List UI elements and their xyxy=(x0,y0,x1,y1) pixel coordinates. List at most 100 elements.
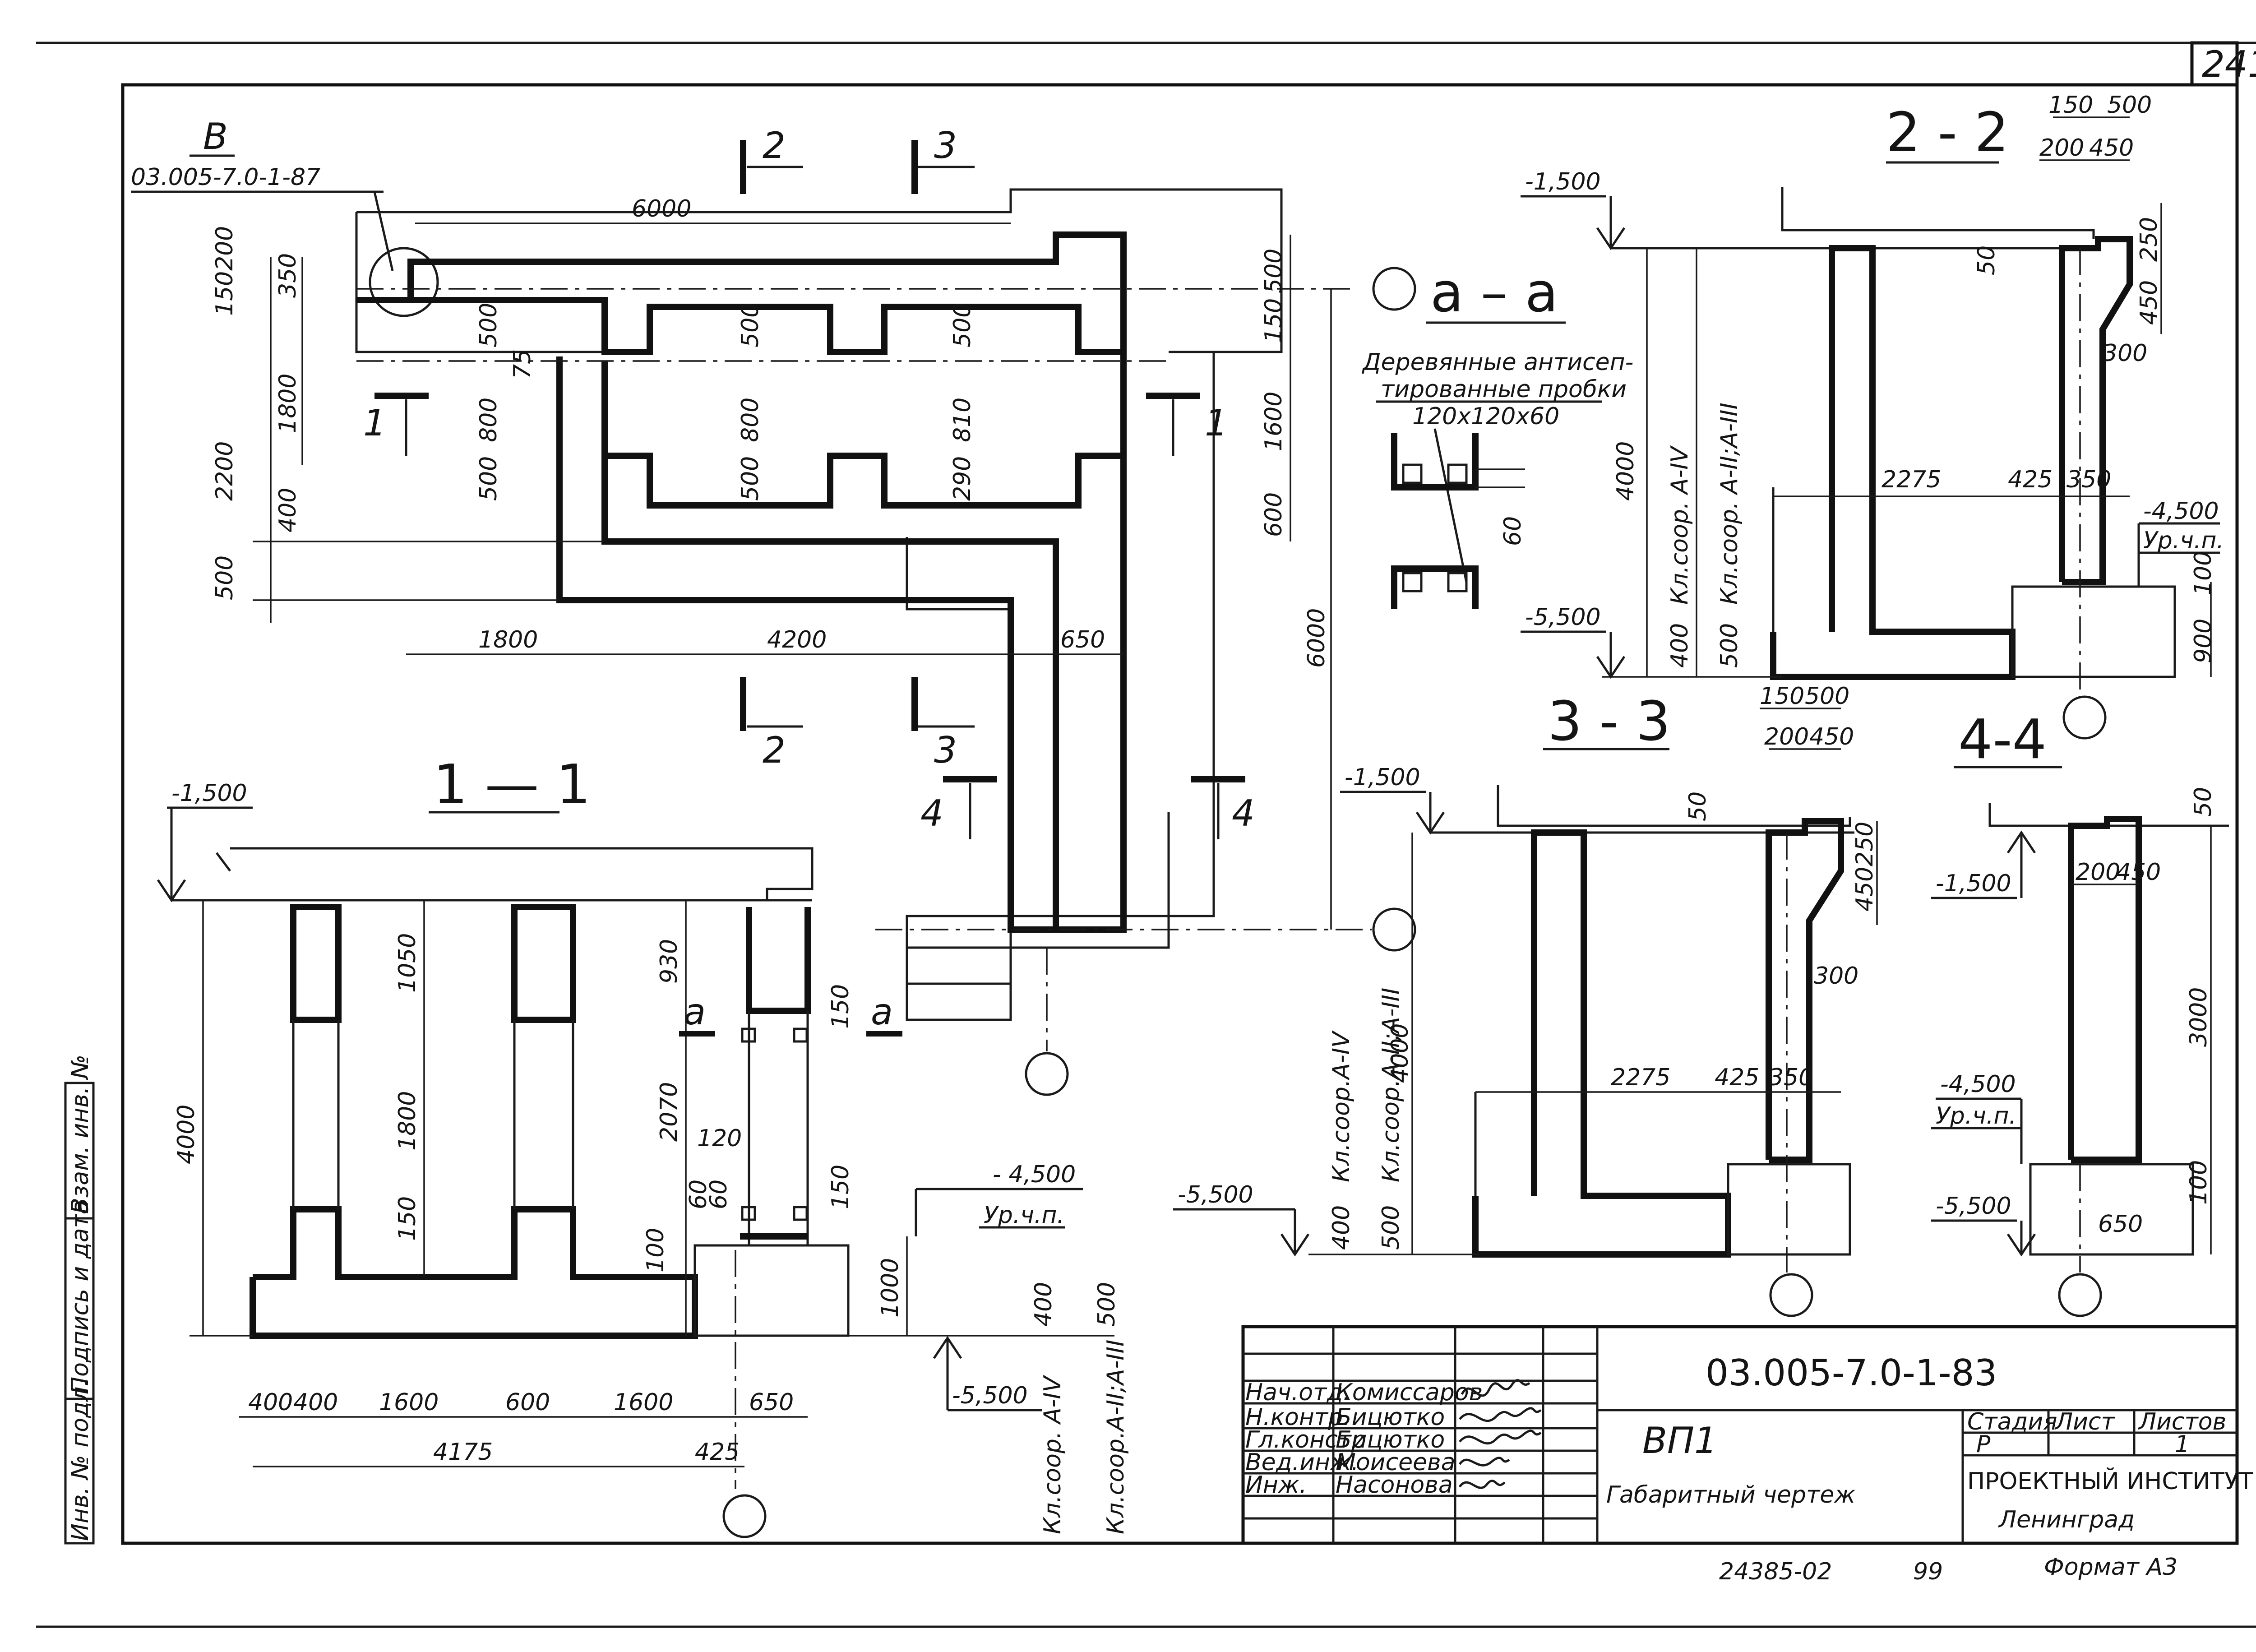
sec22-d-450v: 450 xyxy=(2136,280,2163,325)
plan-r-1600: 1600 xyxy=(1260,392,1287,451)
section-3-3: 3 - 3 -1,500 2275 425 350 4000 400 500 К… xyxy=(1173,683,1878,1317)
plan-r-150: 150 xyxy=(1260,298,1287,343)
sec44-d-650: 650 xyxy=(2098,1211,2143,1238)
sec11-dim-930: 930 xyxy=(656,939,683,984)
plan-dim-1800: 1800 xyxy=(274,374,301,433)
cut-4-right: 4 xyxy=(1232,792,1255,834)
sec44-d-200: 200 xyxy=(2076,859,2120,886)
sec22-level-top: -1,500 xyxy=(1525,168,1601,195)
plan-in-810: 810 xyxy=(949,398,976,442)
sec11-dim-1800: 1800 xyxy=(394,1091,421,1151)
sec44-d-50: 50 xyxy=(2190,787,2217,817)
plan-dim-150: 150 xyxy=(211,271,238,316)
tb-signature-3 xyxy=(1458,1457,1510,1467)
section-4-4: 4-4 50 200 450 3000 100 650 -1,500 -4,50… xyxy=(1931,708,2229,1317)
sec22-d-250: 250 xyxy=(2136,217,2163,262)
sec11-cls2: Кл.соор.А-II;А-III xyxy=(1102,1340,1129,1534)
plan-in-800b: 800 xyxy=(737,398,764,442)
detail-note-1: Деревянные антисеп- xyxy=(1362,349,1633,376)
sec22-d-300: 300 xyxy=(2103,340,2147,367)
plan-in-500d: 500 xyxy=(737,456,764,501)
detail-aa-title: а – а xyxy=(1430,262,1558,324)
tb-signature-1 xyxy=(1459,1407,1542,1422)
tb-name-2: Бицютко xyxy=(1336,1426,1445,1453)
cut-2-bottom: 2 xyxy=(763,729,786,771)
sec22-level-bot: -5,500 xyxy=(1525,604,1601,631)
tb-sheet-name: Габаритный чертеж xyxy=(1606,1481,1855,1509)
sec33-d-450v: 450 xyxy=(1851,867,1878,912)
tb-signature-4 xyxy=(1458,1480,1506,1489)
callout-b-ref: 03.005-7.0-1-87 xyxy=(131,164,320,191)
sec33-d-500: 500 xyxy=(1805,683,1849,710)
detail-note-2: тированные пробки xyxy=(1381,376,1627,403)
plan-in-500e: 500 xyxy=(949,303,976,347)
tb-signature-0 xyxy=(1461,1379,1530,1397)
sheet-number-box xyxy=(2190,41,2239,87)
tb-role-4: Инж. xyxy=(1245,1472,1307,1499)
sec33-level-top: -1,500 xyxy=(1345,764,1420,791)
stamp-repl: Взам. инв. № xyxy=(67,1055,94,1214)
section-2-2: 2 - 2 -1,500 2275 425 350 4000 400 500 К… xyxy=(1521,92,2224,740)
stamp-sign: Подпись и дата xyxy=(67,1200,94,1394)
tb-sheet-label: Лист xyxy=(2054,1408,2115,1435)
sec22-d-500: 500 xyxy=(1716,623,1743,668)
sec33-d-300: 300 xyxy=(1814,963,1858,990)
sec11-cls1: Кл.соор. А-IV xyxy=(1039,1374,1066,1534)
sec33-d-350: 350 xyxy=(1769,1064,1813,1091)
sec11-dim-100: 100 xyxy=(642,1228,669,1273)
sec11-h-1600a: 1600 xyxy=(379,1389,439,1416)
title-block: 03.005-7.0-1-83 ВП1 Габаритный чертеж На… xyxy=(1241,1325,2256,1545)
callout-b-letter: B xyxy=(203,116,228,157)
sec22-d-200: 200 xyxy=(2039,134,2084,162)
drawing-frame xyxy=(121,83,2239,1545)
plan-b-1800: 1800 xyxy=(478,626,538,653)
plan-dim-500: 500 xyxy=(211,555,238,600)
sec11-mark-a-right: а xyxy=(871,991,893,1033)
sec33-d-150: 150 xyxy=(1760,683,1804,710)
sec11-h-1600b: 1600 xyxy=(614,1389,673,1416)
sec33-d-200: 200 xyxy=(1764,723,1809,750)
tb-sheets: 1 xyxy=(2175,1431,2190,1458)
sec33-d-50: 50 xyxy=(1684,791,1711,821)
sec22-d-425: 425 xyxy=(2008,466,2053,493)
tb-stage-label: Стадия xyxy=(1967,1408,2057,1435)
plan-in-800a: 800 xyxy=(475,398,502,442)
axis-marker-right xyxy=(1372,907,1416,952)
sec22-d-100: 100 xyxy=(2190,551,2217,596)
sec44-level-top: -1,500 xyxy=(1936,870,2011,897)
sec33-title: 3 - 3 xyxy=(1548,690,1670,753)
sec11-h-400a: 400 xyxy=(248,1389,293,1416)
sec11-h-4175: 4175 xyxy=(433,1439,493,1466)
tb-org-1: ПРОЕКТНЫЙ ИНСТИТУТ №1 xyxy=(1967,1467,2256,1495)
plan-dim-6000-vert: 6000 xyxy=(1303,608,1330,668)
plan-in-500a: 500 xyxy=(475,303,502,347)
tb-doc-code: 03.005-7.0-1-83 xyxy=(1706,1352,1997,1394)
sec11-dim-1000: 1000 xyxy=(877,1258,904,1318)
tb-name-3: Моисеева xyxy=(1336,1449,1456,1476)
plan-in-500c: 500 xyxy=(737,303,764,347)
cut-3-bottom: 3 xyxy=(934,729,957,771)
callout-b-circle xyxy=(369,247,439,317)
sec22-d-400: 400 xyxy=(1666,623,1693,668)
cut-1-right: 1 xyxy=(1205,402,1228,444)
sec11-level-bot: -5,500 xyxy=(952,1382,1028,1409)
sec11-h-425: 425 xyxy=(695,1439,740,1466)
sec33-d-450: 450 xyxy=(1809,723,1854,750)
sec11-dim-1050: 1050 xyxy=(394,933,421,993)
sec22-level-mid: -4,500 xyxy=(2143,498,2219,525)
sec11-mark-a-left: а xyxy=(684,991,706,1033)
tb-org-2: Ленинград xyxy=(1998,1506,2135,1533)
sec33-level-bot: -5,500 xyxy=(1178,1181,1253,1208)
sec33-d-4000: 4000 xyxy=(1387,1023,1414,1083)
sec22-d-450: 450 xyxy=(2089,134,2134,162)
sec44-d-450: 450 xyxy=(2116,859,2161,886)
axis-marker-top xyxy=(1372,267,1416,311)
sec11-dim-500: 500 xyxy=(1093,1282,1120,1327)
sec33-cls1: Кл.соор.А-IV xyxy=(1328,1030,1355,1182)
plan-in-75: 75 xyxy=(509,349,536,379)
footer-page: 99 xyxy=(1913,1558,1943,1585)
sec44-level-bot: -5,500 xyxy=(1936,1193,2011,1220)
sec22-d-50: 50 xyxy=(1973,245,2000,275)
sec33-d-500: 500 xyxy=(1378,1205,1405,1250)
sec11-level-mid: - 4,500 xyxy=(993,1161,1076,1188)
